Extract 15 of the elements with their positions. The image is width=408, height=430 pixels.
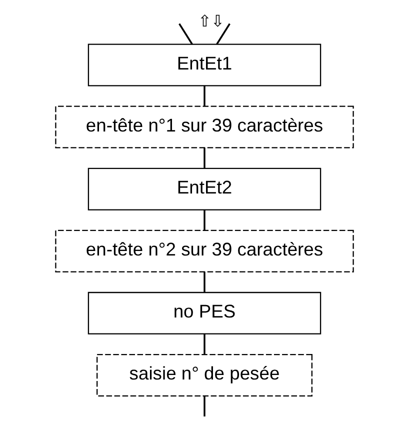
- connector: [178, 22, 192, 44]
- node-box: EntEt2: [87, 167, 321, 210]
- connector: [203, 85, 205, 106]
- edge-label: ⇧⇩: [197, 12, 224, 30]
- connector: [203, 147, 205, 168]
- node-box: en-tête n°2 sur 39 caractères: [54, 229, 354, 272]
- node-box: en-tête n°1 sur 39 caractères: [54, 105, 354, 148]
- connector: [203, 396, 205, 416]
- node-box: saisie n° de pesée: [96, 353, 312, 396]
- connector: [203, 209, 205, 230]
- connector: [203, 271, 205, 292]
- connector: [216, 22, 230, 44]
- connector: [203, 333, 205, 354]
- node-box: EntEt1: [87, 43, 321, 86]
- node-box: no PES: [87, 291, 321, 334]
